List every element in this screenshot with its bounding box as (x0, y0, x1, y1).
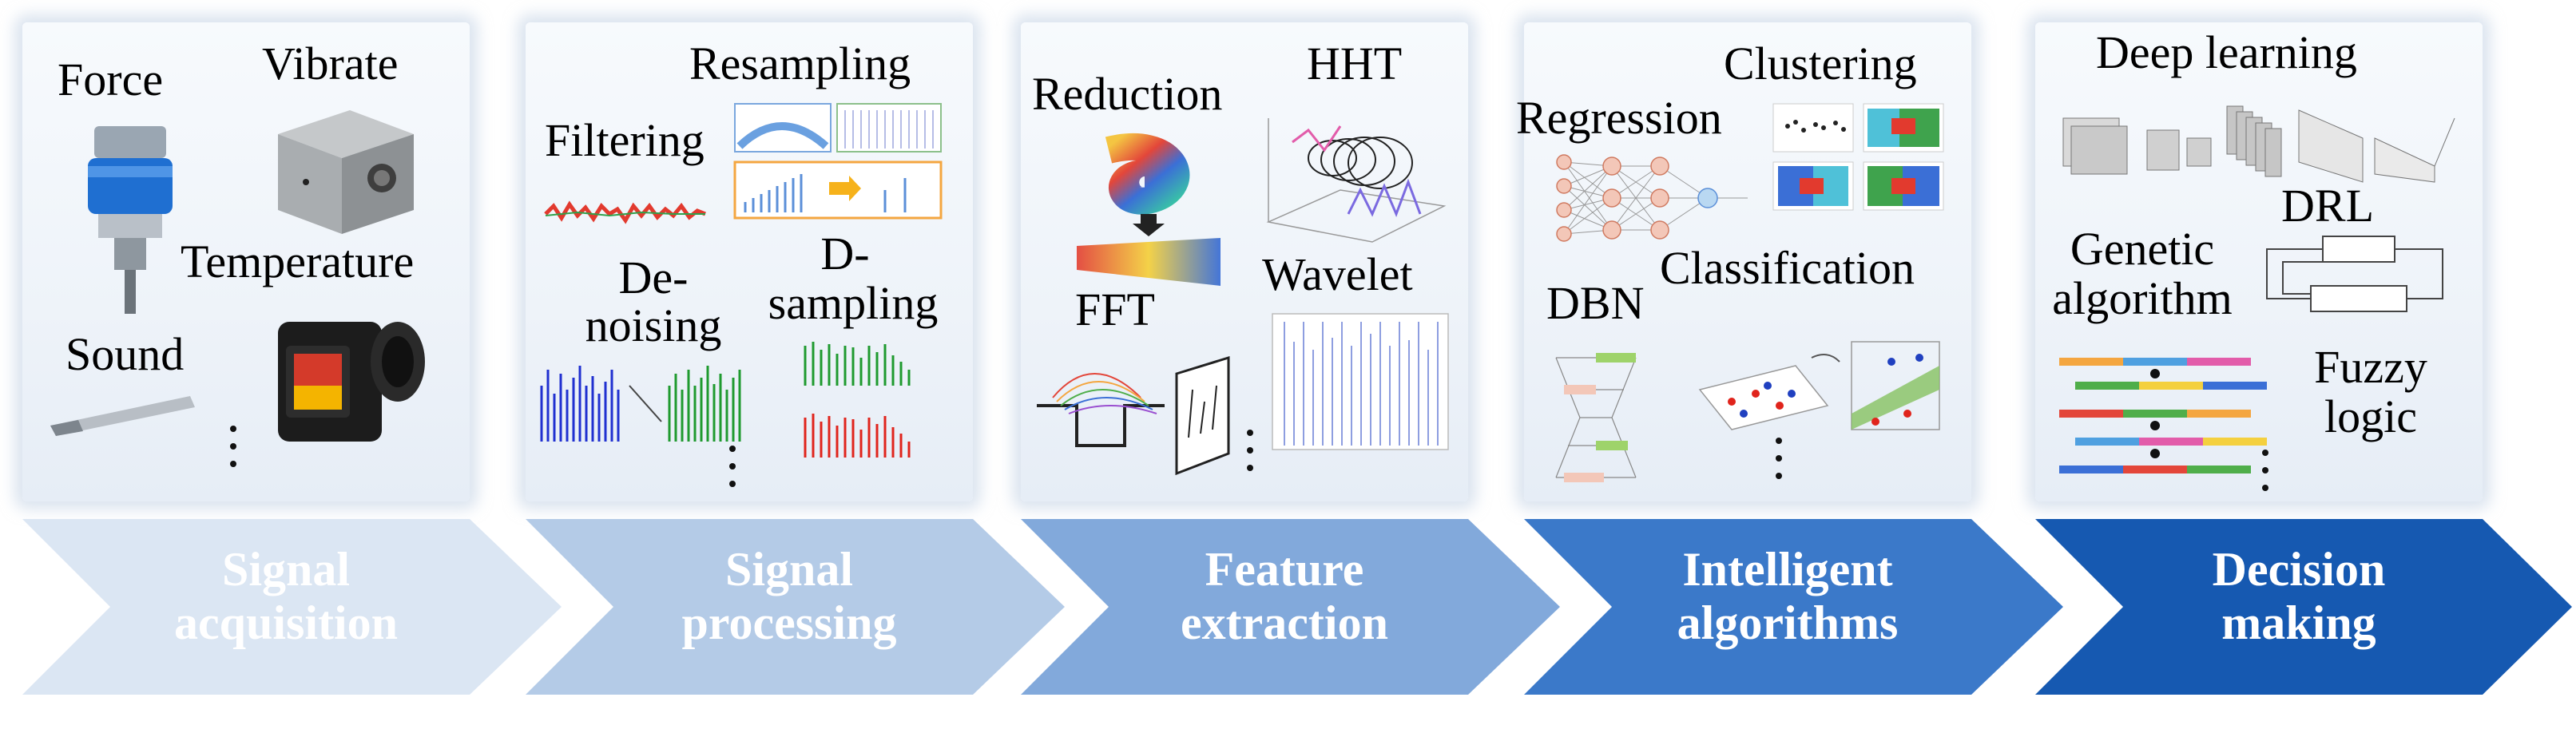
reduction-manifold-image (1077, 133, 1221, 286)
label-clustering: Clustering (1724, 38, 1917, 89)
label-filtering: Filtering (545, 114, 705, 166)
stage-label-line1: Signal (221, 543, 351, 596)
resampling-plots (733, 103, 943, 220)
ellipsis-dots (1776, 438, 1784, 490)
wavelet-plot (1272, 313, 1449, 450)
filtering-plot (544, 200, 706, 224)
label-regression: Regression (1516, 92, 1722, 144)
label-genetic-1: Genetic (2070, 223, 2215, 275)
dsampling-plots (804, 342, 911, 458)
stage-arrow-decision-making (2035, 519, 2572, 695)
label-drl: DRL (2281, 180, 2374, 232)
ellipsis-dots (1247, 430, 1255, 482)
panel-feature-extraction: Reduction HHT FFT Wavelet (1021, 22, 1468, 501)
stage-label-signal-acquisition: Signal acquisition (110, 543, 462, 650)
hht-3d-plot (1266, 118, 1447, 243)
stage-label-decision-making: Decision making (2123, 543, 2475, 650)
stage-label-line1: Decision (2212, 543, 2386, 596)
clustering-plots (1772, 103, 1944, 211)
ellipsis-dots (2262, 450, 2270, 502)
label-classification: Classification (1660, 242, 1915, 294)
stage-label-line1: Feature (1205, 543, 1364, 596)
label-genetic-2: algorithm (2052, 272, 2233, 324)
label-temperature: Temperature (181, 236, 415, 287)
stage-arrow-feature-extraction (1021, 519, 1560, 695)
stage-label-line2: algorithms (1677, 596, 1899, 650)
label-vibrate: Vibrate (262, 38, 399, 89)
label-reduction: Reduction (1032, 68, 1223, 120)
genetic-algorithm-chromosomes (2059, 358, 2267, 473)
label-dsampling-1: D- (820, 228, 870, 279)
thermal-camera-image (278, 322, 425, 442)
stage-arrow-signal-acquisition (22, 519, 562, 695)
label-deep-learning: Deep learning (2096, 26, 2357, 78)
ellipsis-dots (729, 446, 737, 498)
stage-label-line2: extraction (1181, 596, 1388, 650)
stage-label-feature-extraction: Feature extraction (1109, 543, 1460, 650)
denoising-plots (540, 366, 741, 442)
label-fuzzy-2: logic (2324, 390, 2417, 442)
classification-diagram (1698, 341, 1940, 430)
stage-label-line2: acquisition (173, 596, 399, 650)
vibration-sensor-image (278, 110, 414, 234)
ellipsis-dots (230, 426, 238, 478)
fft-plot (1037, 355, 1230, 476)
stage-label-line2: processing (681, 596, 897, 650)
stage-label-line2: making (2221, 596, 2376, 650)
label-hht: HHT (1307, 38, 1403, 89)
stage-label-line1: Signal (724, 543, 854, 596)
stage-arrow-signal-processing (526, 519, 1065, 695)
panel-signal-acquisition: Force Vibrate Temperature Sound (22, 22, 470, 501)
force-sensor-image (88, 126, 173, 314)
panel-signal-processing: Resampling Filtering De- noising D- samp… (526, 22, 973, 501)
label-resampling: Resampling (689, 38, 911, 89)
label-denoising-2: noising (585, 299, 722, 351)
cnn-diagram (2062, 105, 2455, 183)
stage-label-signal-processing: Signal processing (613, 543, 965, 650)
label-fuzzy-1: Fuzzy (2314, 341, 2427, 393)
regression-network (1556, 154, 1748, 242)
label-fft: FFT (1075, 283, 1155, 335)
panel-intelligent-algorithms: Clustering Regression DBN Classification (1516, 22, 1971, 501)
label-wavelet: Wavelet (1262, 248, 1413, 300)
label-denoising-1: De- (618, 252, 689, 303)
label-dbn: DBN (1546, 277, 1645, 329)
label-sound: Sound (65, 328, 185, 380)
stage-arrow-intelligent-algorithms (1524, 519, 2063, 695)
microphone-image (50, 396, 195, 436)
stage-label-line1: Intelligent (1682, 543, 1893, 596)
dbn-diagram (1555, 353, 1637, 482)
label-dsampling-2: sampling (768, 277, 939, 329)
label-force: Force (58, 53, 164, 105)
drl-diagram (2266, 236, 2443, 312)
stage-label-intelligent-algorithms: Intelligent algorithms (1612, 543, 1963, 650)
panel-decision-making: Deep learning DRL Genetic algorithm Fuzz… (2035, 22, 2483, 501)
